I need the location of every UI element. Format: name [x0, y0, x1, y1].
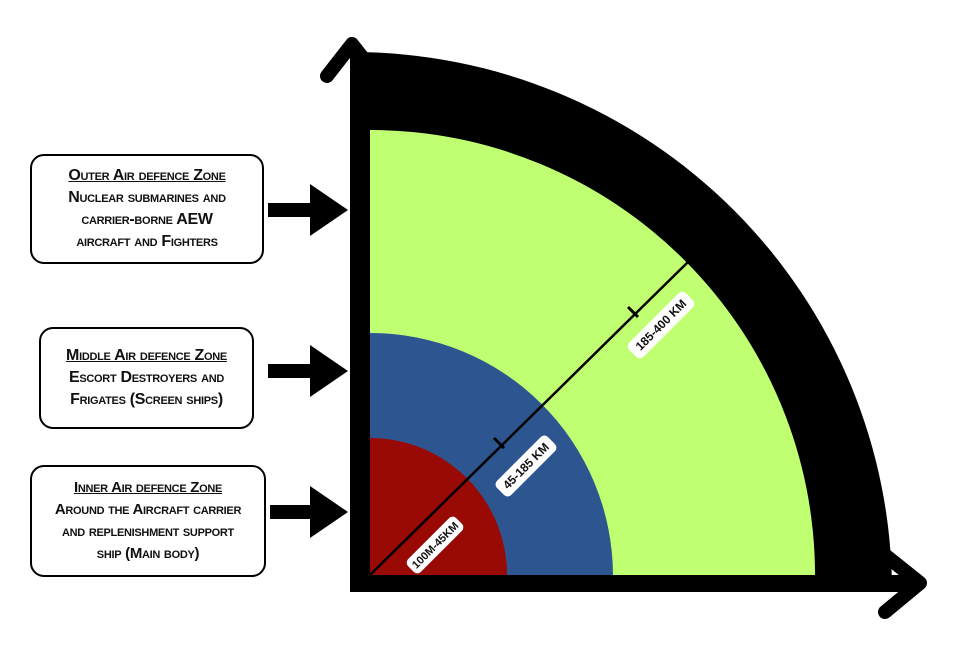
inner-pointer-arrow-icon	[270, 486, 348, 538]
outer-zone-line: aircraft and Fighters	[76, 233, 218, 250]
outer-zone-box: Outer Air defence Zone Nuclear submarine…	[30, 154, 264, 264]
inner-zone-line: ship (Main body)	[96, 545, 200, 562]
middle-pointer-arrow-icon	[268, 345, 348, 397]
middle-range-badge	[495, 435, 557, 497]
vertical-axis	[350, 55, 370, 592]
outer-zone-line: Nuclear submarines and	[68, 189, 226, 206]
middle-zone-title: Middle Air defence Zone	[66, 347, 227, 364]
inner-range-badge	[406, 516, 464, 574]
tick-mark	[626, 305, 640, 319]
tick-mark	[492, 436, 506, 450]
outer-pointer-arrow-icon	[268, 184, 348, 236]
inner-zone-line: Around the Aircraft carrier	[54, 501, 242, 518]
inner-zone-line: and replenishment support	[62, 523, 234, 540]
horizontal-axis	[350, 575, 915, 592]
inner-zone-box: Inner Air defence Zone Around the Aircra…	[30, 465, 266, 577]
middle-zone-line: Frigates (Screen ships)	[70, 391, 223, 408]
right-arrow-icon	[878, 548, 927, 619]
middle-zone-box: Middle Air defence Zone Escort Destroyer…	[39, 327, 254, 429]
outer-zone-line: carrier-borne AEW	[81, 211, 213, 228]
up-arrow-icon	[320, 37, 384, 83]
outer-range-badge	[627, 291, 695, 359]
middle-zone-line: Escort Destroyers and	[69, 369, 224, 386]
outer-zone-title: Outer Air defence Zone	[68, 167, 226, 184]
inner-zone-title: Inner Air defence Zone	[73, 479, 223, 496]
